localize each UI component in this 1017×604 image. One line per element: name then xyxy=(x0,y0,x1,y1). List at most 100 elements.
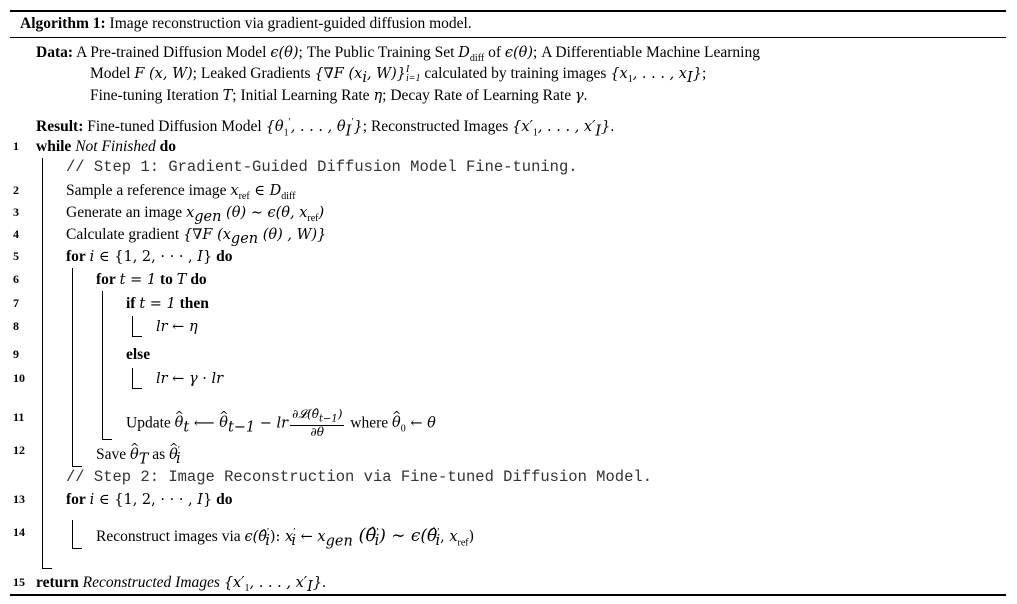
math: F (x, W) xyxy=(134,66,193,82)
subscript: t xyxy=(183,419,190,436)
line-number: 1 xyxy=(13,139,19,153)
math: {x′ xyxy=(223,575,245,591)
math: (θ̂ xyxy=(352,525,377,547)
line-15: return Reconstructed Images {x′1, . . . … xyxy=(36,573,326,598)
subscript: I xyxy=(307,579,313,596)
keyword: do xyxy=(159,138,176,155)
math: x xyxy=(186,205,195,221)
line-number: 5 xyxy=(13,249,19,263)
text: ; A Differentiable Machine Learning xyxy=(533,44,760,61)
line-number: 15 xyxy=(13,575,25,589)
math: ) xyxy=(318,205,325,221)
math: {x′ xyxy=(512,119,533,136)
for-i-scope-end xyxy=(72,466,82,467)
math: − xyxy=(255,415,277,432)
line-8: lr ← η xyxy=(156,317,198,337)
text: as xyxy=(148,446,170,464)
data-line-3: Fine-tuning Iteration T; Initial Learnin… xyxy=(90,86,588,106)
text: . xyxy=(610,118,615,136)
subscript: t−1 xyxy=(227,419,256,436)
math: · xyxy=(197,371,212,387)
line-7: if t = 1 then xyxy=(126,294,209,314)
keyword: return xyxy=(36,574,79,591)
caption-rule xyxy=(10,37,1006,38)
text: Model xyxy=(90,65,135,82)
math: lr xyxy=(156,371,168,387)
subscript: 0 xyxy=(400,423,406,435)
math: ∈ {1, 2, · · · , xyxy=(94,249,198,265)
comment-step-2: // Step 2: Image Reconstruction via Fine… xyxy=(66,468,652,486)
numerator: ∂𝓛(θ̂t−1) xyxy=(290,407,345,427)
keyword: for xyxy=(66,491,86,508)
prime: ′ xyxy=(437,527,440,538)
while-scope-bar xyxy=(42,158,43,568)
math: } xyxy=(202,249,213,265)
line-number: 4 xyxy=(13,227,19,241)
text: Update xyxy=(126,414,175,432)
for-i-scope-bar xyxy=(72,268,73,466)
math: {∇F (x xyxy=(314,66,363,82)
prime: ′ xyxy=(177,445,181,456)
line-number: 7 xyxy=(13,296,19,310)
math: I xyxy=(197,249,203,265)
subscript: ref xyxy=(307,213,319,225)
text: Calculate gradient xyxy=(66,226,184,243)
while-scope-end xyxy=(42,568,52,569)
math: θ xyxy=(392,406,401,433)
keyword: for xyxy=(66,248,86,265)
math: ← xyxy=(167,319,189,335)
math: (θ) , W)} xyxy=(258,227,327,243)
data-line-1: Data: A Pre-trained Diffusion Model ϵ(θ)… xyxy=(36,43,760,68)
line-6: for t = 1 to T do xyxy=(96,270,207,290)
math: x xyxy=(317,529,326,546)
subscript: i=1 xyxy=(405,73,421,85)
line-number: 14 xyxy=(13,525,25,539)
subscript: I xyxy=(595,123,602,140)
math: ∂𝓛(θ̂ xyxy=(292,407,319,421)
text: ; Leaked Gradients xyxy=(192,65,315,82)
math: ) ∼ ϵ(θ̂ xyxy=(379,526,438,547)
text: Reconstruct images via xyxy=(96,528,245,546)
math: η xyxy=(188,319,198,335)
math: lr xyxy=(156,319,168,335)
keyword: do xyxy=(190,271,207,288)
subscript: ref xyxy=(238,191,250,203)
line-9: else xyxy=(126,345,150,364)
denominator: ∂θ xyxy=(310,425,324,440)
line-10: lr ← γ · lr xyxy=(156,369,223,389)
caption-label: Algorithm 1: xyxy=(20,15,106,32)
math: i xyxy=(89,249,95,265)
top-rule xyxy=(10,10,1006,12)
data-line-2: Model F (x, W); Leaked Gradients {∇F (x i… xyxy=(90,64,706,89)
math: {θ xyxy=(266,119,284,135)
else-scope-bar xyxy=(132,368,133,388)
text: Reconstructed Images xyxy=(82,574,224,591)
line-number: 6 xyxy=(13,272,19,286)
keyword: for xyxy=(96,271,116,288)
text: of xyxy=(484,44,505,61)
math: lr xyxy=(211,371,224,387)
keyword: do xyxy=(216,248,233,265)
math: {x xyxy=(610,66,628,82)
subscript: I xyxy=(345,123,352,140)
text: ; Decay Rate of Learning Rate xyxy=(382,87,575,104)
result-line: Result: Fine-tuned Diffusion Model {θ1′,… xyxy=(36,113,614,142)
math: } xyxy=(353,119,363,136)
line-14: Reconstruct images via ϵ(θ̂′i): x′i ← xg… xyxy=(96,523,474,552)
math: θ xyxy=(130,438,139,465)
math: ← xyxy=(167,371,189,387)
text: A Pre-trained Diffusion Model xyxy=(76,44,271,61)
math: x xyxy=(299,205,308,221)
math: θ xyxy=(427,415,436,432)
algorithm-caption: Algorithm 1: Image reconstruction via gr… xyxy=(20,14,472,33)
algorithm-block: Algorithm 1: Image reconstruction via gr… xyxy=(10,10,1006,596)
prime: ′ xyxy=(376,527,379,538)
text: Fine-tuning Iteration xyxy=(90,87,223,104)
superscript: I xyxy=(405,64,410,76)
result-label: Result: xyxy=(36,118,84,136)
math: ← xyxy=(296,529,318,546)
math: , . . . , x′ xyxy=(537,119,596,136)
subscript: ref xyxy=(457,537,469,549)
math: x xyxy=(230,183,239,199)
